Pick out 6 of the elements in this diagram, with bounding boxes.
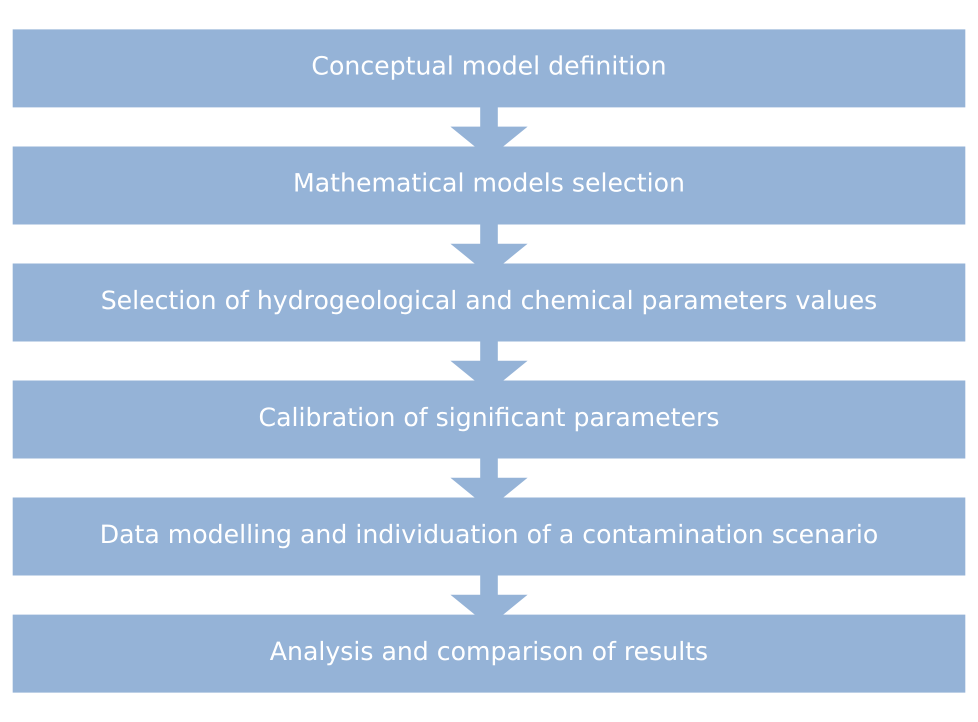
node-box: Calibration of significant parameters (12, 380, 966, 459)
node-box: Analysis and comparison of results (12, 614, 966, 693)
node-box: Data modelling and individuation of a contamination scenario (12, 498, 966, 576)
node-box: Conceptual model definition (12, 29, 966, 108)
node-box: Mathematical models selection (12, 146, 966, 224)
node-box: Selection of hydrogeological and chemical parameters values (12, 263, 966, 342)
